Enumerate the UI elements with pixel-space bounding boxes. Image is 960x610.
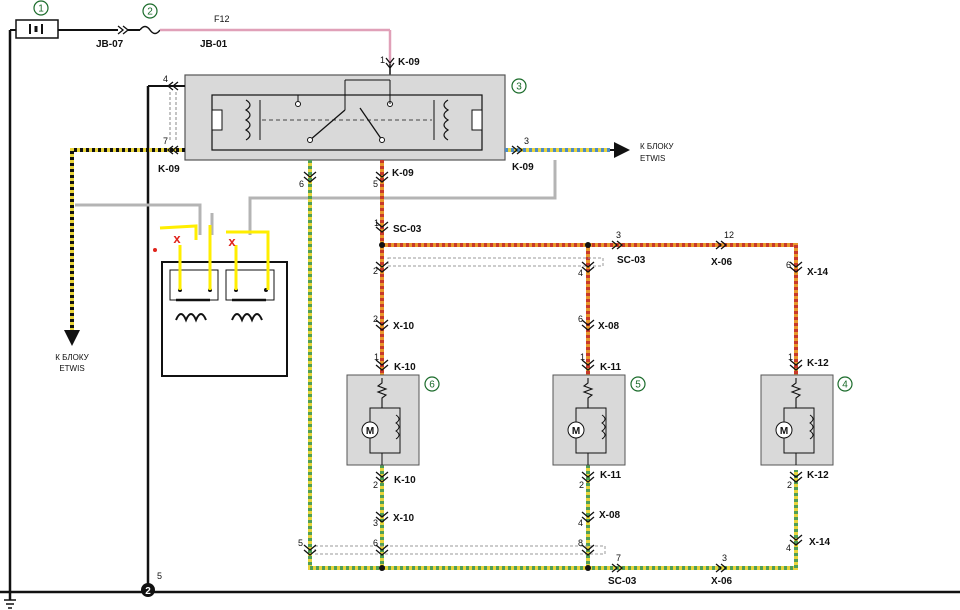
svg-text:K-12: K-12	[807, 358, 829, 369]
wire-pin7-etwis	[64, 145, 185, 346]
motor-4	[760, 374, 834, 466]
component-circle-3: 3	[511, 78, 527, 94]
pin-5-ground: 5	[157, 571, 162, 581]
svg-text:2: 2	[373, 480, 378, 490]
svg-text:K-11: K-11	[600, 470, 622, 481]
svg-text:6: 6	[373, 538, 378, 548]
pin-4-relay: 4	[163, 74, 168, 84]
svg-text:X-10: X-10	[393, 513, 415, 524]
svg-text:K-10: K-10	[394, 475, 416, 486]
svg-text:X-08: X-08	[598, 321, 620, 332]
added-relay-sketch	[153, 224, 288, 377]
svg-text:SC-03: SC-03	[608, 576, 637, 587]
svg-text:3: 3	[722, 553, 727, 563]
power-feed-wire	[58, 25, 395, 76]
svg-text:2: 2	[579, 480, 584, 490]
label-k09-right: K-09	[512, 162, 534, 173]
motor-6	[346, 374, 420, 466]
svg-text:1: 1	[788, 352, 793, 362]
svg-text:1: 1	[580, 352, 585, 362]
label-jb01: JB-01	[200, 39, 228, 50]
motor-5	[552, 374, 626, 466]
svg-text:8: 8	[578, 538, 583, 548]
component-circle-6: 6	[424, 376, 440, 392]
svg-text:4: 4	[578, 518, 583, 528]
svg-text:K-12: K-12	[807, 470, 829, 481]
svg-text:SC-03: SC-03	[393, 224, 422, 235]
gray-wires	[75, 160, 557, 235]
label-jb07: JB-07	[96, 39, 124, 50]
svg-text:K-11: K-11	[600, 362, 622, 373]
connector-chevrons	[303, 171, 803, 573]
component-number-1: 1	[38, 4, 44, 15]
svg-text:X-14: X-14	[807, 267, 829, 278]
component-number-5: 5	[635, 380, 641, 391]
svg-text:2: 2	[787, 480, 792, 490]
svg-text:X-08: X-08	[599, 510, 621, 521]
pin-3-relay: 3	[524, 136, 529, 146]
wire-pin3-etwis	[505, 142, 630, 158]
relay-block	[184, 74, 506, 161]
red-mark-x-2: x	[228, 234, 236, 249]
component-number-3: 3	[516, 82, 522, 93]
component-circle-4: 4	[837, 376, 853, 392]
pin-numbers: 6 5 1 3 12 2 4 6 2 6 1 1 1 2 2 2 3 4 4 5…	[298, 179, 793, 563]
red-dot	[153, 248, 157, 252]
component-circle-5: 5	[630, 376, 646, 392]
red-mark-x-1: x	[173, 231, 181, 246]
motor-5-symbol: M	[572, 426, 580, 437]
pin-1-top: 1	[380, 55, 385, 65]
svg-text:6: 6	[578, 314, 583, 324]
fuse-symbol	[139, 25, 161, 35]
ground-bus	[0, 30, 960, 609]
svg-text:SC-03: SC-03	[617, 255, 646, 266]
ground-point	[141, 583, 155, 597]
component-number-2: 2	[147, 7, 153, 18]
svg-text:K-10: K-10	[394, 362, 416, 373]
svg-text:4: 4	[578, 268, 583, 278]
svg-text:X-06: X-06	[711, 257, 733, 268]
svg-text:7: 7	[616, 553, 621, 563]
etwis-label-left-1: К БЛОКУ	[55, 353, 89, 362]
component-circle-2: 2	[142, 3, 158, 19]
label-fuse-f12: F12	[214, 14, 230, 24]
svg-text:3: 3	[616, 230, 621, 240]
etwis-label-right-1: К БЛОКУ	[640, 142, 674, 151]
svg-text:5: 5	[373, 179, 378, 189]
svg-text:5: 5	[298, 538, 303, 548]
label-k09-top: K-09	[398, 57, 420, 68]
svg-text:6: 6	[786, 260, 791, 270]
svg-text:1: 1	[374, 218, 379, 228]
battery-symbol	[10, 19, 59, 39]
ground-number: 2	[145, 586, 151, 597]
svg-text:12: 12	[724, 230, 734, 240]
relay-ground-wire	[146, 81, 185, 592]
svg-text:K-09: K-09	[392, 168, 414, 179]
component-number-4: 4	[842, 380, 848, 391]
svg-text:4: 4	[786, 543, 791, 553]
svg-text:X-14: X-14	[809, 537, 831, 548]
etwis-label-right-2: ETWIS	[640, 154, 665, 163]
connector-labels: K-09 SC-03 SC-03 X-06 X-14 X-10 X-08 K-1…	[392, 168, 831, 587]
svg-text:2: 2	[373, 266, 378, 276]
component-circle-1: 1	[33, 0, 49, 16]
svg-text:X-10: X-10	[393, 321, 415, 332]
pin-7-relay: 7	[163, 136, 168, 146]
svg-text:6: 6	[299, 179, 304, 189]
component-number-6: 6	[429, 380, 435, 391]
svg-text:3: 3	[373, 518, 378, 528]
label-k09-left: K-09	[158, 164, 180, 175]
svg-text:X-06: X-06	[711, 576, 733, 587]
etwis-label-left-2: ETWIS	[59, 364, 84, 373]
motor-6-symbol: M	[366, 426, 374, 437]
svg-text:2: 2	[373, 314, 378, 324]
svg-text:1: 1	[374, 352, 379, 362]
motor-4-symbol: M	[780, 426, 788, 437]
